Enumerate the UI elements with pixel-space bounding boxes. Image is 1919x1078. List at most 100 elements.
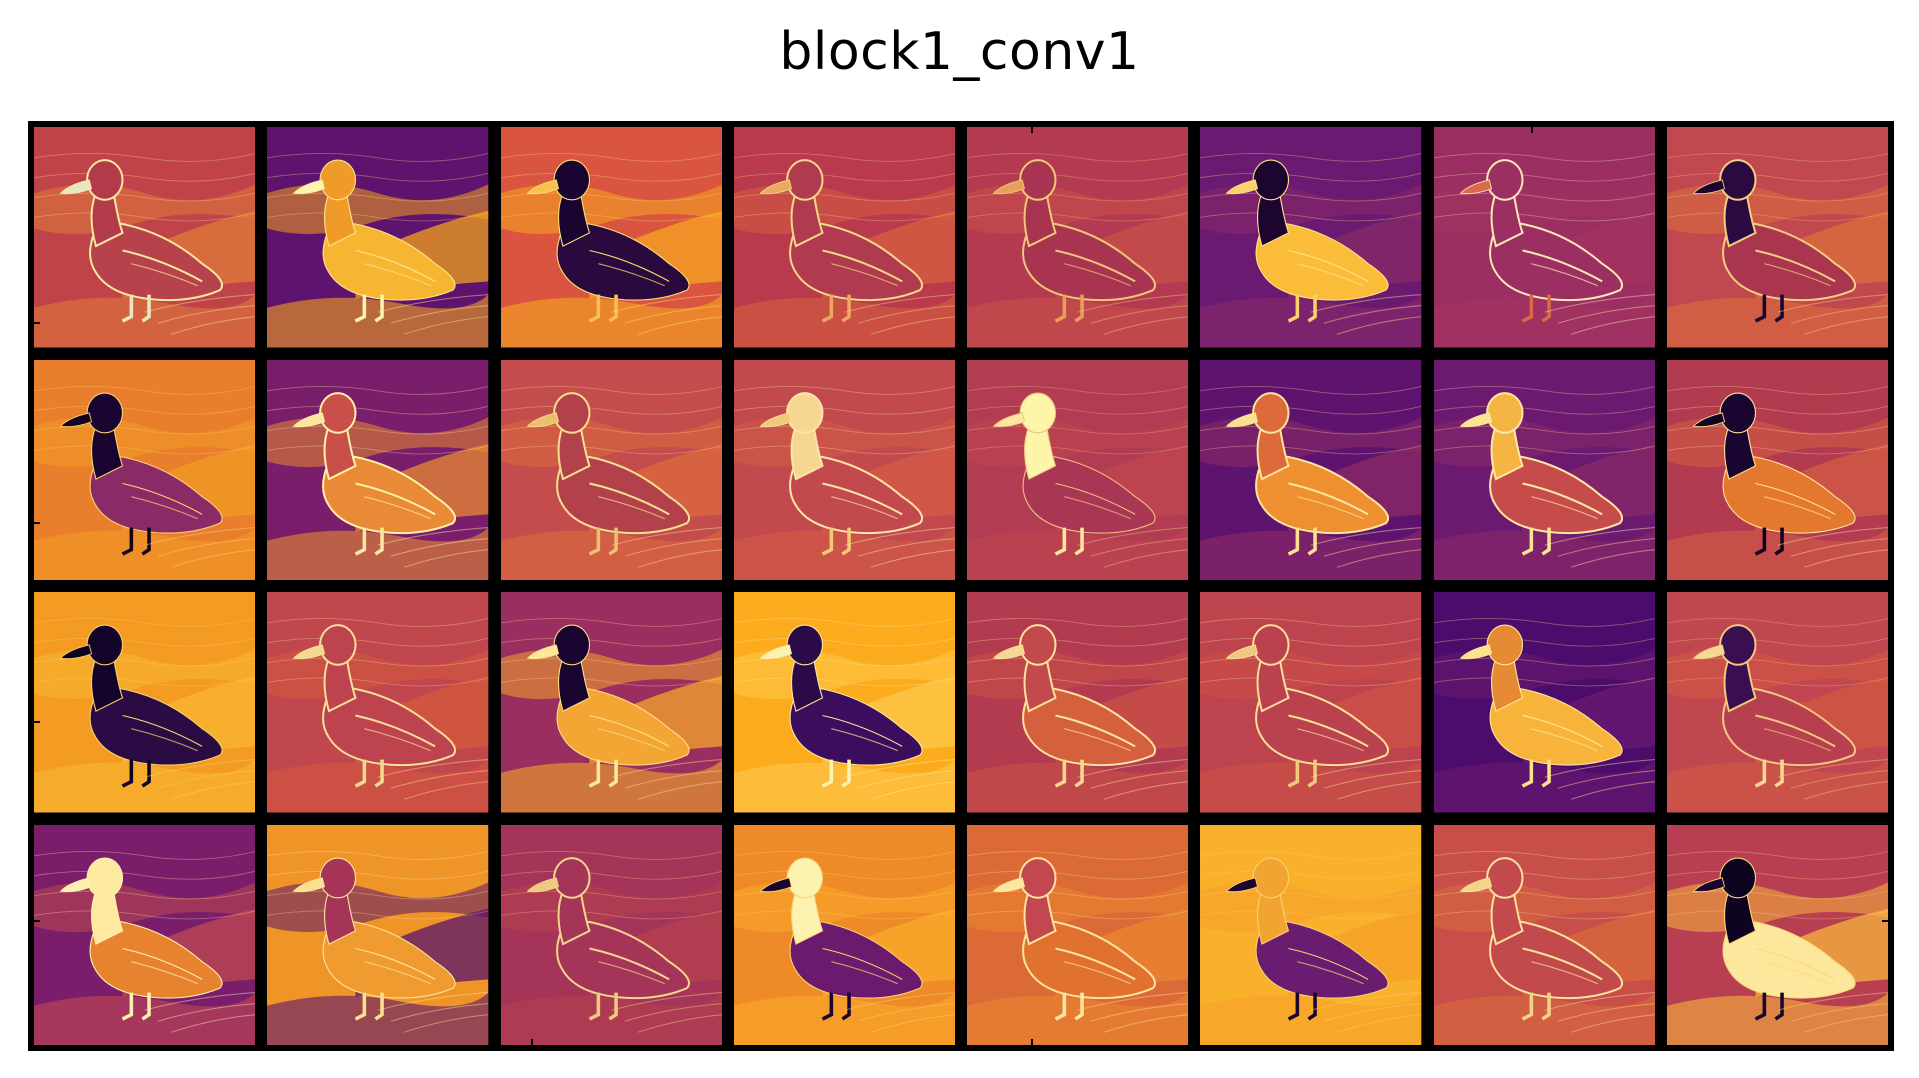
feature-map-ripple: [1666, 870, 1888, 880]
duck-head: [1019, 159, 1057, 201]
feature-map-streak: [857, 770, 955, 789]
feature-map-ripple: [500, 677, 722, 687]
duck-leg: [141, 759, 151, 788]
feature-map-streak: [1803, 548, 1888, 568]
duck-leg: [1774, 294, 1784, 323]
duck-wing: [122, 947, 203, 980]
feature-map-ripple: [500, 850, 722, 860]
duck-body: [788, 222, 923, 302]
duck-head: [319, 391, 357, 434]
duck-wing: [131, 960, 198, 984]
feature-map-streak: [157, 770, 256, 789]
feature-map-streak: [171, 316, 256, 335]
duck-leg: [141, 992, 151, 1021]
duck-head: [1485, 856, 1523, 899]
duck-wing: [1755, 714, 1836, 748]
feature-map-ripple: [1433, 677, 1655, 687]
duck-leg: [1540, 527, 1551, 556]
axis-tick-left: [31, 920, 40, 922]
duck-leg: [1521, 759, 1533, 788]
feature-map-tile: [1200, 592, 1422, 813]
duck-leg: [1074, 992, 1084, 1021]
duck-wing: [588, 714, 669, 747]
feature-map-streak: [1323, 305, 1422, 324]
feature-map-streak: [1337, 316, 1422, 335]
feature-map-ripple: [1666, 677, 1888, 687]
feature-map-grid-frame: [28, 121, 1894, 1051]
duck-bill: [759, 411, 792, 427]
feature-map-tile: [500, 824, 722, 1045]
duck-leg: [821, 992, 833, 1021]
duck-head: [86, 392, 124, 433]
duck-head: [1485, 391, 1523, 434]
duck-wing: [1297, 728, 1365, 752]
feature-map-streak: [1310, 294, 1422, 313]
duck-head: [1719, 857, 1756, 898]
duck-bill: [1225, 644, 1259, 660]
axis-tick-bottom: [531, 1039, 533, 1048]
feature-map-ripple: [967, 870, 1189, 880]
feature-map-tile: [1200, 359, 1422, 580]
duck-body: [1488, 222, 1623, 302]
duck-head: [86, 857, 124, 898]
feature-map-ripple: [34, 212, 256, 222]
feature-map-tile: [1433, 127, 1655, 348]
feature-map-ripple: [733, 445, 955, 454]
feature-map-ripple: [733, 677, 955, 687]
duck-leg: [141, 527, 151, 556]
feature-map-water: [34, 649, 256, 700]
feature-map-ripple: [1200, 385, 1422, 395]
duck-bill: [1225, 179, 1259, 195]
feature-map-streak: [1543, 759, 1655, 778]
duck-body: [1722, 455, 1856, 534]
feature-map-streak: [1323, 1002, 1422, 1022]
feature-map-ripple: [267, 385, 489, 395]
feature-map-streak: [404, 781, 489, 800]
duck-wing: [1763, 960, 1831, 984]
duck-leg: [1054, 527, 1067, 556]
feature-map-image: [500, 359, 722, 580]
duck-wing: [597, 495, 665, 519]
duck-wing: [588, 249, 669, 282]
duck-wing: [1288, 947, 1369, 980]
feature-map-streak: [157, 305, 256, 324]
feature-map-ripple: [967, 677, 1189, 687]
duck-wing: [1755, 947, 1836, 980]
duck-wing: [822, 249, 903, 283]
feature-map-image: [34, 359, 256, 580]
feature-map-streak: [1790, 537, 1888, 557]
duck-leg: [1074, 759, 1084, 788]
feature-map-ripple: [733, 870, 955, 880]
feature-map-streak: [1090, 770, 1189, 789]
duck-body: [1022, 455, 1156, 534]
feature-map-streak: [1803, 781, 1888, 800]
duck-bill: [992, 179, 1026, 195]
feature-map-ripple: [34, 637, 256, 647]
axis-tick-left: [31, 522, 40, 524]
feature-map-image: [967, 592, 1189, 813]
duck-bill: [759, 876, 792, 892]
feature-map-ripple: [267, 172, 489, 182]
feature-map-streak: [1557, 305, 1655, 324]
feature-map-streak: [377, 294, 489, 313]
feature-map-water: [1433, 881, 1655, 932]
feature-map-image: [500, 592, 722, 813]
feature-map-streak: [610, 294, 722, 313]
duck-wing: [822, 947, 903, 980]
duck-leg: [588, 527, 600, 556]
feature-map-tile: [34, 824, 256, 1045]
feature-map-water: [733, 416, 955, 467]
duck-wing: [1755, 249, 1836, 283]
feature-map-streak: [404, 316, 489, 335]
feature-map-ripple: [34, 405, 256, 415]
feature-map-ripple: [1666, 172, 1888, 182]
duck-wing: [1064, 960, 1131, 984]
duck-body: [1022, 222, 1157, 302]
duck-wing: [364, 263, 432, 287]
duck-leg: [607, 992, 618, 1021]
feature-map-streak: [390, 537, 489, 557]
feature-map-ripple: [967, 618, 1189, 627]
feature-map-streak: [637, 548, 722, 568]
duck-leg: [1774, 759, 1784, 788]
duck-body: [89, 222, 224, 302]
